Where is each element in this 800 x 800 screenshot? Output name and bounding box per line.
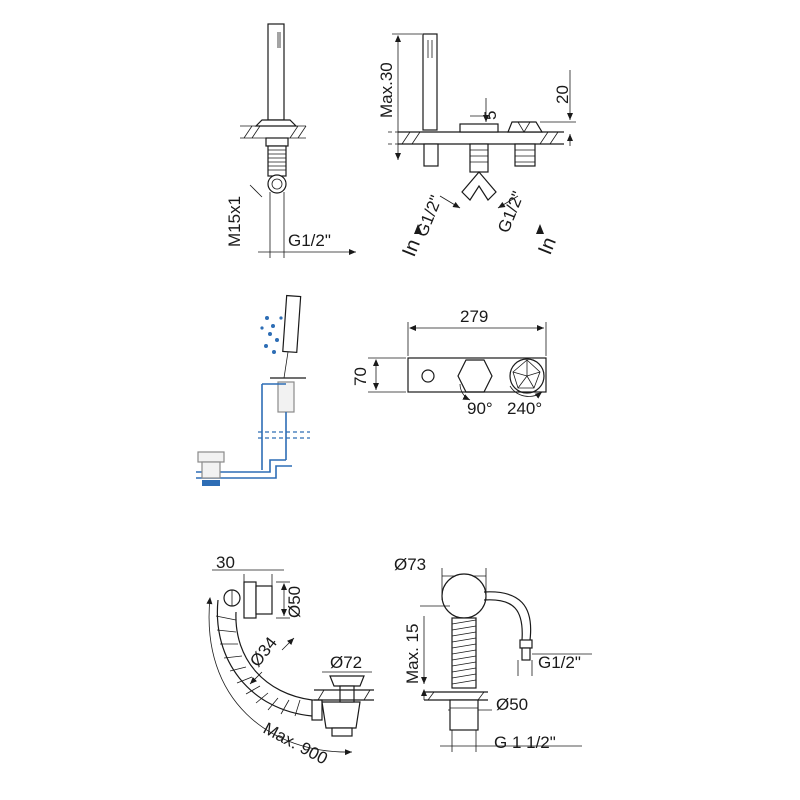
label-d50-b: Ø50 bbox=[496, 695, 528, 714]
label-d50-a: Ø50 bbox=[285, 586, 304, 618]
label-20: 20 bbox=[553, 85, 572, 104]
waste-overflow-view bbox=[206, 569, 374, 756]
label-d72: Ø72 bbox=[330, 653, 362, 672]
label-70: 70 bbox=[351, 367, 370, 386]
label-g12-b: G1/2" bbox=[494, 189, 528, 236]
label-d73: Ø73 bbox=[394, 555, 426, 574]
label-30: 30 bbox=[216, 553, 235, 572]
label-g12-a: G1/2" bbox=[412, 193, 446, 240]
deck-set-front-view bbox=[388, 33, 576, 234]
label-max900: Max. 900 bbox=[260, 719, 331, 769]
label-max30: Max.30 bbox=[377, 62, 396, 118]
label-90: 90° bbox=[467, 399, 493, 418]
label-d34: Ø34 bbox=[246, 633, 281, 670]
label-in-a: In bbox=[398, 236, 425, 260]
plate-top-view bbox=[368, 322, 547, 401]
label-m15x1: M15x1 bbox=[225, 196, 244, 247]
label-g112: G 1 1/2" bbox=[494, 733, 556, 752]
installation-schematic bbox=[196, 294, 310, 486]
label-in-b: In bbox=[534, 234, 561, 258]
waste-section-view bbox=[420, 568, 592, 752]
label-max15: Max. 15 bbox=[403, 624, 422, 684]
handshower-side-view bbox=[240, 23, 356, 258]
label-240: 240° bbox=[507, 399, 542, 418]
label-279: 279 bbox=[460, 307, 488, 326]
label-5: 5 bbox=[481, 111, 500, 120]
label-g12-left: G1/2" bbox=[288, 231, 331, 250]
water-drops-icon bbox=[260, 316, 283, 354]
label-g12-c: G1/2" bbox=[538, 653, 581, 672]
